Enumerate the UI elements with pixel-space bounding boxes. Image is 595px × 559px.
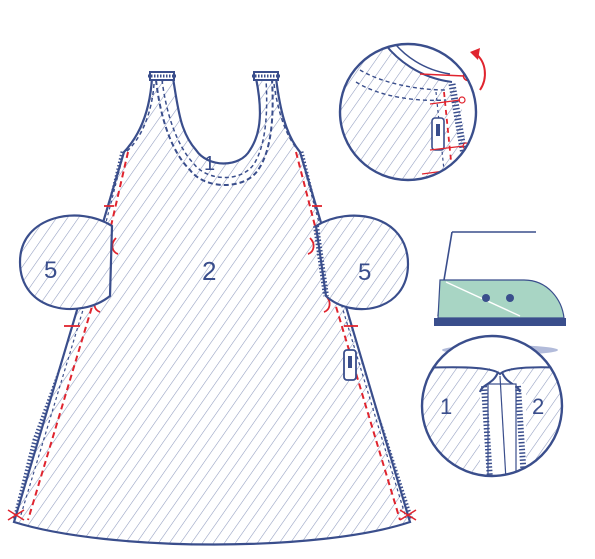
arrow-rotate-icon (470, 48, 485, 90)
pocket-left: 5 (20, 216, 112, 309)
label-seam-right: 2 (532, 394, 544, 419)
zoom-circle-seam: 1 2 (420, 336, 565, 480)
label-seam-left: 1 (440, 394, 452, 419)
zipper-pull-icon (344, 350, 356, 380)
label-body: 2 (202, 256, 216, 286)
label-pocket-right: 5 (358, 259, 371, 286)
pocket-right: 5 (316, 216, 408, 309)
label-yoke: 1 (204, 153, 215, 175)
label-pocket-left: 5 (44, 257, 57, 284)
zoom-circle-neckline (330, 40, 500, 190)
